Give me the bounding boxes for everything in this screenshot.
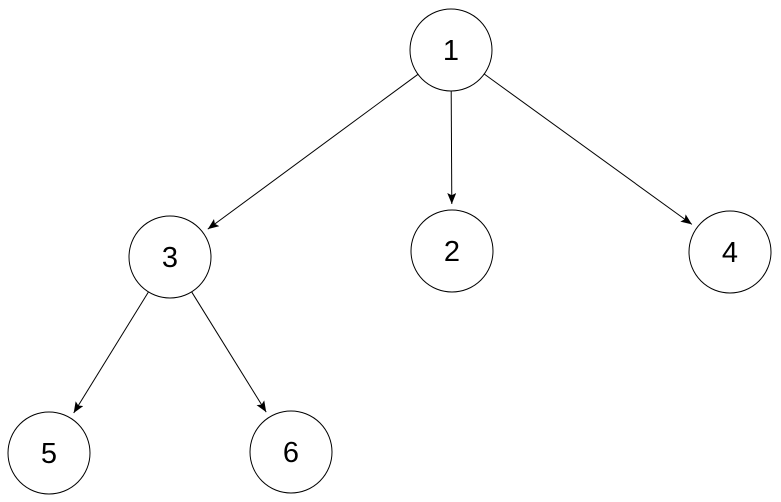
- tree-node-2: 2: [410, 209, 494, 293]
- tree-node-circle-3: [128, 215, 212, 299]
- tree-edge-3-6: [191, 291, 267, 413]
- tree-edge-1-2: [447, 90, 457, 205]
- tree-node-circle-5: [7, 411, 91, 495]
- tree-node-label-6: 6: [283, 437, 299, 469]
- edges-layer: [73, 73, 693, 414]
- tree-node-label-3: 3: [162, 242, 178, 274]
- tree-node-circle-1: [409, 8, 493, 92]
- tree-node-circle-6: [249, 410, 333, 494]
- tree-node-circle-4: [688, 210, 772, 294]
- tree-node-label-2: 2: [444, 236, 460, 268]
- tree-edge-3-5: [73, 291, 149, 414]
- tree-node-4: 4: [688, 210, 772, 294]
- tree-edge-1-3: [207, 73, 419, 230]
- tree-node-6: 6: [249, 410, 333, 494]
- tree-node-label-5: 5: [41, 438, 57, 470]
- nodes-layer: 1 3 2 4 5 6: [7, 8, 772, 495]
- tree-node-label-4: 4: [722, 237, 738, 269]
- tree-node-5: 5: [7, 411, 91, 495]
- tree-node-3: 3: [128, 215, 212, 299]
- tree-edge-1-4: [483, 73, 693, 225]
- tree-node-circle-2: [410, 209, 494, 293]
- tree-node-label-1: 1: [443, 35, 459, 67]
- tree-node-1: 1: [409, 8, 493, 92]
